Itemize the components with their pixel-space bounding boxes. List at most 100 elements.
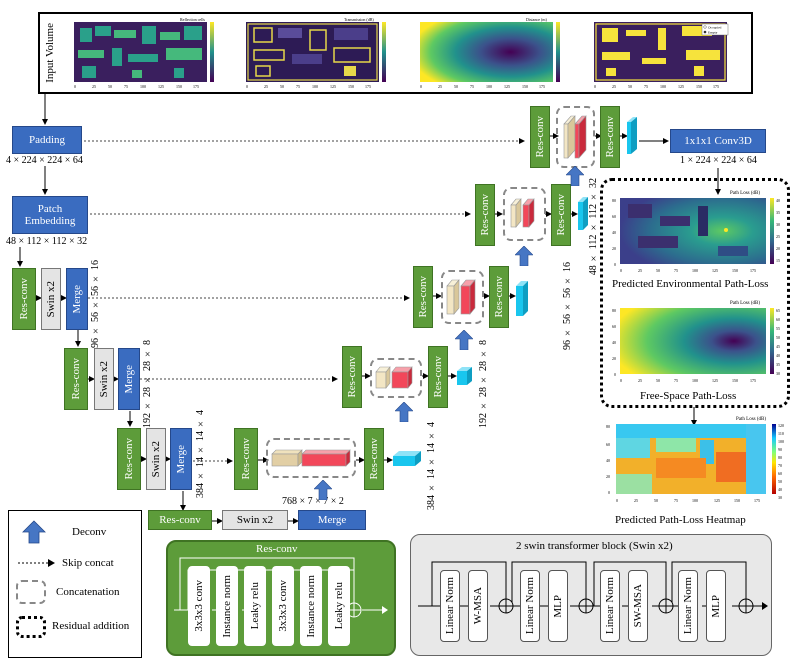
svg-text:60: 60 [776, 317, 780, 322]
dec3-output-cube [393, 451, 421, 466]
svg-text:90: 90 [778, 447, 782, 452]
patch-embedding-label: Patch Embedding [24, 203, 76, 227]
conv3d-block: 1x1x1 Conv3D [670, 129, 766, 153]
swin-detail-lines [418, 561, 768, 614]
svg-text:20: 20 [612, 356, 616, 361]
svg-text:175: 175 [539, 84, 545, 89]
svg-text:50: 50 [656, 378, 660, 383]
enc3-swin: Swin x2 [146, 428, 166, 490]
svg-text:125: 125 [678, 84, 684, 89]
dec2-deconv-arrow [395, 402, 413, 422]
swin-layer-7: Linear Norm [678, 570, 698, 642]
svg-text:100: 100 [692, 268, 698, 273]
svg-text:150: 150 [734, 498, 740, 503]
svg-text:55: 55 [776, 326, 780, 331]
swin-detail-title: 2 swin transformer block (Swin x2) [516, 540, 673, 552]
legend-residual-icon [16, 616, 46, 638]
enc3-resconv: Res-conv [117, 428, 141, 490]
svg-text:100: 100 [692, 498, 698, 503]
dec0-deconv-arrow [515, 246, 533, 266]
free-space-title: Free-Space Path-Loss [640, 390, 737, 402]
svg-text:50: 50 [776, 335, 780, 340]
resconv-detail-title: Res-conv [256, 543, 298, 555]
svg-text:0: 0 [74, 84, 76, 89]
svg-text:Occupied: Occupied [708, 25, 722, 29]
legend-skip-icon [18, 559, 55, 567]
enc2-resconv: Res-conv [64, 348, 88, 410]
dec3-cubes [271, 449, 351, 467]
svg-text:80: 80 [606, 424, 610, 429]
top-output-cube [627, 117, 637, 154]
svg-text:100: 100 [778, 439, 784, 444]
svg-text:125: 125 [714, 498, 720, 503]
svg-text:0: 0 [608, 490, 610, 495]
enc3-dim: 384 × 14 × 14 × 4 [195, 410, 206, 498]
svg-text:60: 60 [606, 442, 610, 447]
svg-text:70: 70 [778, 463, 782, 468]
dec0-resconv-a: Res-conv [475, 184, 495, 246]
dec3-dim: 384 × 14 × 14 × 4 [426, 422, 437, 510]
legend-concat-icon [16, 580, 46, 604]
swin-layer-2: W-MSA [468, 570, 488, 642]
enc1-merge: Merge [66, 268, 88, 330]
svg-text:150: 150 [348, 84, 354, 89]
dec3-resconv-a: Res-conv [234, 428, 258, 490]
svg-text:125: 125 [712, 268, 718, 273]
legend-skip-label: Skip concat [62, 557, 114, 569]
swin-layer-6: SW-MSA [628, 570, 648, 642]
svg-text:125: 125 [712, 378, 718, 383]
dec0-output-cube [578, 197, 588, 230]
svg-text:120: 120 [778, 423, 784, 428]
svg-text:150: 150 [522, 84, 528, 89]
swin-layer-3: Linear Norm [520, 570, 540, 642]
svg-text:20: 20 [612, 246, 616, 251]
svg-text:25: 25 [264, 84, 268, 89]
svg-text:35: 35 [776, 362, 780, 367]
resconv-layer-3: Leaky relu [244, 566, 266, 646]
svg-text:50: 50 [454, 84, 458, 89]
dec0-resconv-b: Res-conv [551, 184, 571, 246]
svg-text:50: 50 [654, 498, 658, 503]
dec3-deconv-arrow [314, 480, 332, 500]
svg-text:30: 30 [776, 371, 780, 376]
svg-text:40: 40 [612, 340, 616, 345]
dec1-output-cube [516, 281, 528, 316]
resconv-detail-lines [174, 557, 388, 618]
svg-text:25: 25 [638, 268, 642, 273]
svg-text:60: 60 [778, 471, 782, 476]
svg-text:Path Loss (dB): Path Loss (dB) [730, 191, 760, 196]
padding-dim: 4 × 224 × 224 × 64 [6, 155, 83, 166]
svg-text:175: 175 [193, 84, 199, 89]
dec2-resconv-a: Res-conv [342, 346, 362, 408]
svg-text:75: 75 [674, 268, 678, 273]
svg-text:100: 100 [140, 84, 146, 89]
svg-text:0: 0 [614, 372, 616, 377]
svg-text:75: 75 [644, 84, 648, 89]
dec0-cubes [510, 198, 535, 228]
dec1-dim: 96 × 56 × 56 × 16 [562, 262, 573, 350]
enc3-merge: Merge [170, 428, 192, 490]
svg-text:60: 60 [612, 324, 616, 329]
svg-text:175: 175 [750, 378, 756, 383]
bottleneck-dim: 768 × 7 × 7 × 2 [282, 496, 344, 507]
svg-text:40: 40 [776, 353, 780, 358]
dec1-resconv-a: Res-conv [413, 266, 433, 328]
svg-text:50: 50 [628, 84, 632, 89]
svg-text:30: 30 [776, 222, 780, 227]
top-resconv-a: Res-conv [530, 106, 550, 168]
svg-text:20: 20 [776, 246, 780, 251]
svg-text:80: 80 [612, 198, 616, 203]
padding-block: Padding [12, 126, 82, 154]
svg-text:Empty: Empty [708, 30, 718, 34]
svg-text:75: 75 [674, 498, 678, 503]
top-cubes [563, 115, 587, 159]
svg-text:Distance (m): Distance (m) [526, 18, 547, 22]
svg-text:25: 25 [612, 84, 616, 89]
enc1-resconv: Res-conv [12, 268, 36, 330]
svg-text:75: 75 [124, 84, 128, 89]
top-deconv-arrow [566, 166, 584, 186]
